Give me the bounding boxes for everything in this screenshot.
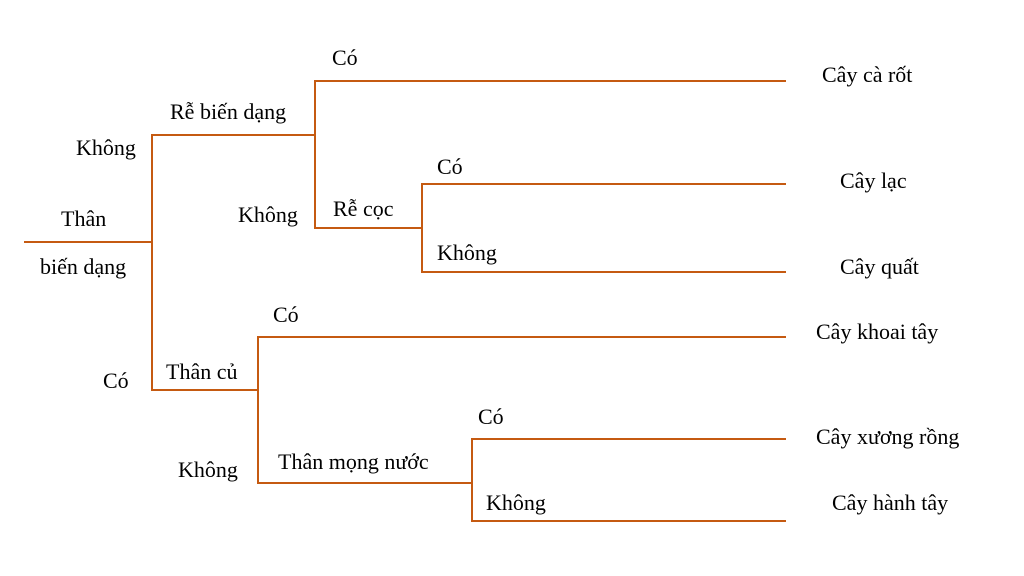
- edge-label-co: Có: [103, 368, 129, 393]
- leaf-quat: Cây quất: [840, 254, 919, 279]
- re-coc-khong-label: Không: [437, 240, 497, 265]
- than-cu-co-label: Có: [273, 302, 299, 327]
- leaf-xuong-rong: Cây xương rồng: [816, 424, 959, 449]
- than-mong-nuoc-co-label: Có: [478, 404, 504, 429]
- node-re-bien-dang: Rễ biến dạng: [170, 99, 286, 124]
- node-than-mong-nuoc: Thân mọng nước: [278, 449, 429, 474]
- leaf-khoai-tay: Cây khoai tây: [816, 319, 938, 344]
- node-than-cu: Thân củ: [166, 359, 237, 384]
- leaf-ca-rot: Cây cà rốt: [822, 62, 912, 87]
- re-bien-dang-co-label: Có: [332, 45, 358, 70]
- node-re-coc: Rễ cọc: [333, 196, 394, 221]
- connector-lines: [24, 80, 786, 522]
- root-label-line1: Thân: [61, 206, 106, 231]
- root-label-line2: biến dạng: [40, 254, 126, 279]
- edge-label-khong: Không: [76, 135, 136, 160]
- than-cu-khong-label: Không: [178, 457, 238, 482]
- leaf-lac: Cây lạc: [840, 168, 907, 193]
- than-mong-nuoc-khong-label: Không: [486, 490, 546, 515]
- re-coc-co-label: Có: [437, 154, 463, 179]
- re-bien-dang-khong-label: Không: [238, 202, 298, 227]
- leaf-hanh-tay: Cây hành tây: [832, 490, 948, 515]
